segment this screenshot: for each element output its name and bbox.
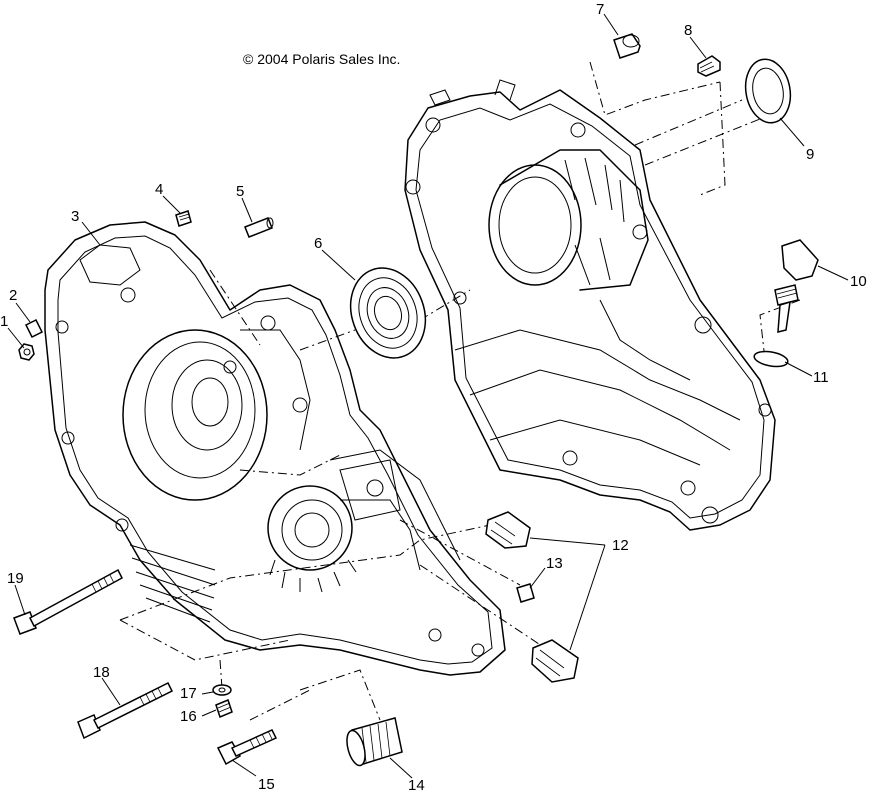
part-8-bolt bbox=[697, 55, 721, 77]
part-1-nut bbox=[18, 343, 35, 361]
part-10-sensor bbox=[774, 239, 819, 333]
part-17-washer bbox=[212, 684, 232, 696]
part-2-dowel-pin bbox=[24, 318, 44, 339]
leader-lines bbox=[7, 13, 849, 779]
callout-13: 13 bbox=[546, 555, 563, 572]
part-6-bearing bbox=[349, 267, 427, 359]
part-12-fitting-upper bbox=[485, 511, 531, 549]
callout-16: 16 bbox=[180, 708, 197, 725]
part-4-plug bbox=[175, 210, 192, 227]
callout-14: 14 bbox=[408, 777, 425, 791]
callout-8: 8 bbox=[684, 22, 692, 39]
callout-10: 10 bbox=[850, 273, 867, 290]
part-13-plug bbox=[516, 583, 535, 603]
part-15-bolt bbox=[216, 729, 278, 766]
left-crankcase-half bbox=[44, 221, 506, 676]
copyright-text: © 2004 Polaris Sales Inc. bbox=[243, 51, 400, 67]
callout-9: 9 bbox=[806, 146, 814, 163]
callout-7: 7 bbox=[596, 1, 604, 18]
callout-6: 6 bbox=[314, 235, 322, 252]
callout-11: 11 bbox=[813, 369, 829, 386]
part-19-bolt bbox=[13, 568, 123, 635]
callout-18: 18 bbox=[93, 664, 110, 681]
part-7-plug bbox=[613, 33, 641, 59]
callout-15: 15 bbox=[258, 776, 275, 791]
callout-3: 3 bbox=[71, 208, 79, 225]
part-5-dowel bbox=[244, 217, 274, 238]
callout-4: 4 bbox=[155, 181, 163, 198]
callout-2: 2 bbox=[9, 287, 17, 304]
callout-5: 5 bbox=[236, 183, 244, 200]
part-18-bolt bbox=[77, 681, 174, 740]
part-14-drain-plug bbox=[346, 717, 403, 767]
part-11-o-ring bbox=[753, 350, 789, 368]
right-crankcase-half bbox=[404, 79, 776, 531]
part-12-fitting-lower bbox=[531, 639, 579, 683]
callout-19: 19 bbox=[7, 570, 24, 587]
part-16-plug bbox=[215, 698, 233, 719]
part-9-seal bbox=[744, 58, 792, 124]
callout-17: 17 bbox=[180, 685, 197, 702]
callout-1: 1 bbox=[0, 313, 8, 330]
callout-12: 12 bbox=[612, 537, 629, 554]
